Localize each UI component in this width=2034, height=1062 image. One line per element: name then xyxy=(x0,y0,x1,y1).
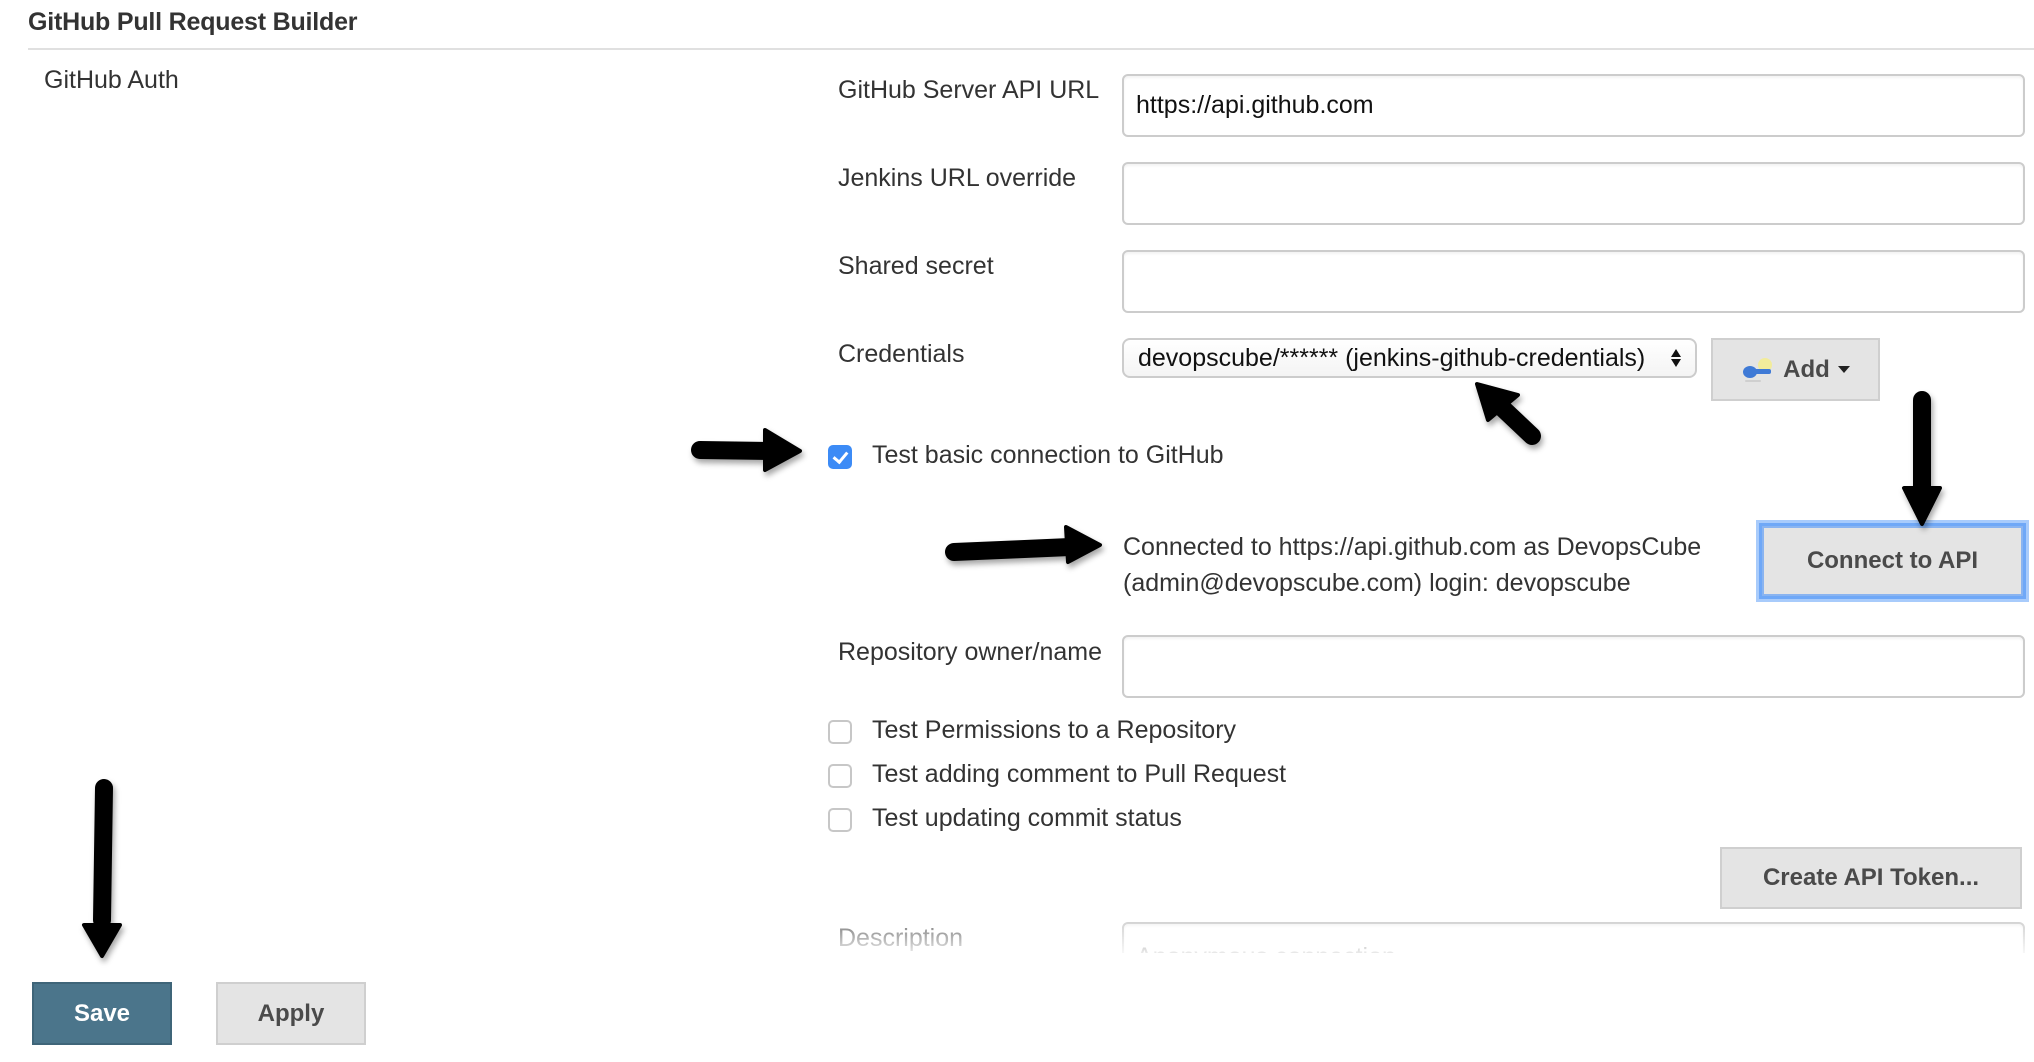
credentials-label: Credentials xyxy=(838,340,965,368)
shared-secret-label: Shared secret xyxy=(838,252,994,280)
save-button[interactable]: Save xyxy=(32,982,172,1045)
apply-button[interactable]: Apply xyxy=(216,982,366,1045)
section-title: GitHub Pull Request Builder xyxy=(28,8,358,36)
description-label: Description xyxy=(838,924,964,952)
jenkins-url-override-label: Jenkins URL override xyxy=(838,164,1077,192)
test-commit-status-checkbox[interactable] xyxy=(828,808,852,832)
test-permissions-label: Test Permissions to a Repository xyxy=(872,716,1237,744)
connection-status-text: Connected to https://api.github.com as D… xyxy=(1123,529,1701,601)
test-comment-label: Test adding comment to Pull Request xyxy=(872,760,1287,788)
connection-status-line1: Connected to https://api.github.com as D… xyxy=(1123,533,1702,561)
description-input[interactable] xyxy=(1122,922,2025,953)
repository-input[interactable] xyxy=(1122,635,2025,698)
test-comment-checkbox[interactable] xyxy=(828,764,852,788)
create-api-token-button[interactable]: Create API Token... xyxy=(1720,847,2022,909)
add-credentials-button[interactable]: Add xyxy=(1711,338,1880,401)
test-basic-connection-checkbox[interactable] xyxy=(828,445,852,469)
server-api-url-label: GitHub Server API URL xyxy=(838,76,1100,104)
test-commit-status-label: Test updating commit status xyxy=(872,804,1182,832)
connect-to-api-button[interactable]: Connect to API xyxy=(1762,526,2023,596)
select-updown-icon xyxy=(1671,349,1681,367)
key-icon xyxy=(1743,357,1773,382)
description-row: Description xyxy=(838,922,2025,953)
test-basic-connection-label: Test basic connection to GitHub xyxy=(872,441,1224,469)
subsection-label: GitHub Auth xyxy=(44,66,179,94)
server-api-url-input[interactable] xyxy=(1122,74,2025,137)
jenkins-url-override-input[interactable] xyxy=(1122,162,2025,225)
add-button-label: Add xyxy=(1783,355,1830,383)
repository-label: Repository owner/name xyxy=(838,638,1103,666)
credentials-select[interactable]: devopscube/****** (jenkins-github-creden… xyxy=(1122,338,1697,378)
connection-status-line2: (admin@devopscube.com) login: devopscube xyxy=(1123,569,1631,597)
caret-down-icon xyxy=(1837,365,1850,373)
test-permissions-checkbox[interactable] xyxy=(828,720,852,744)
shared-secret-input[interactable] xyxy=(1122,250,2025,313)
section-divider xyxy=(28,48,2034,50)
credentials-selected-value: devopscube/****** (jenkins-github-creden… xyxy=(1138,343,1646,372)
